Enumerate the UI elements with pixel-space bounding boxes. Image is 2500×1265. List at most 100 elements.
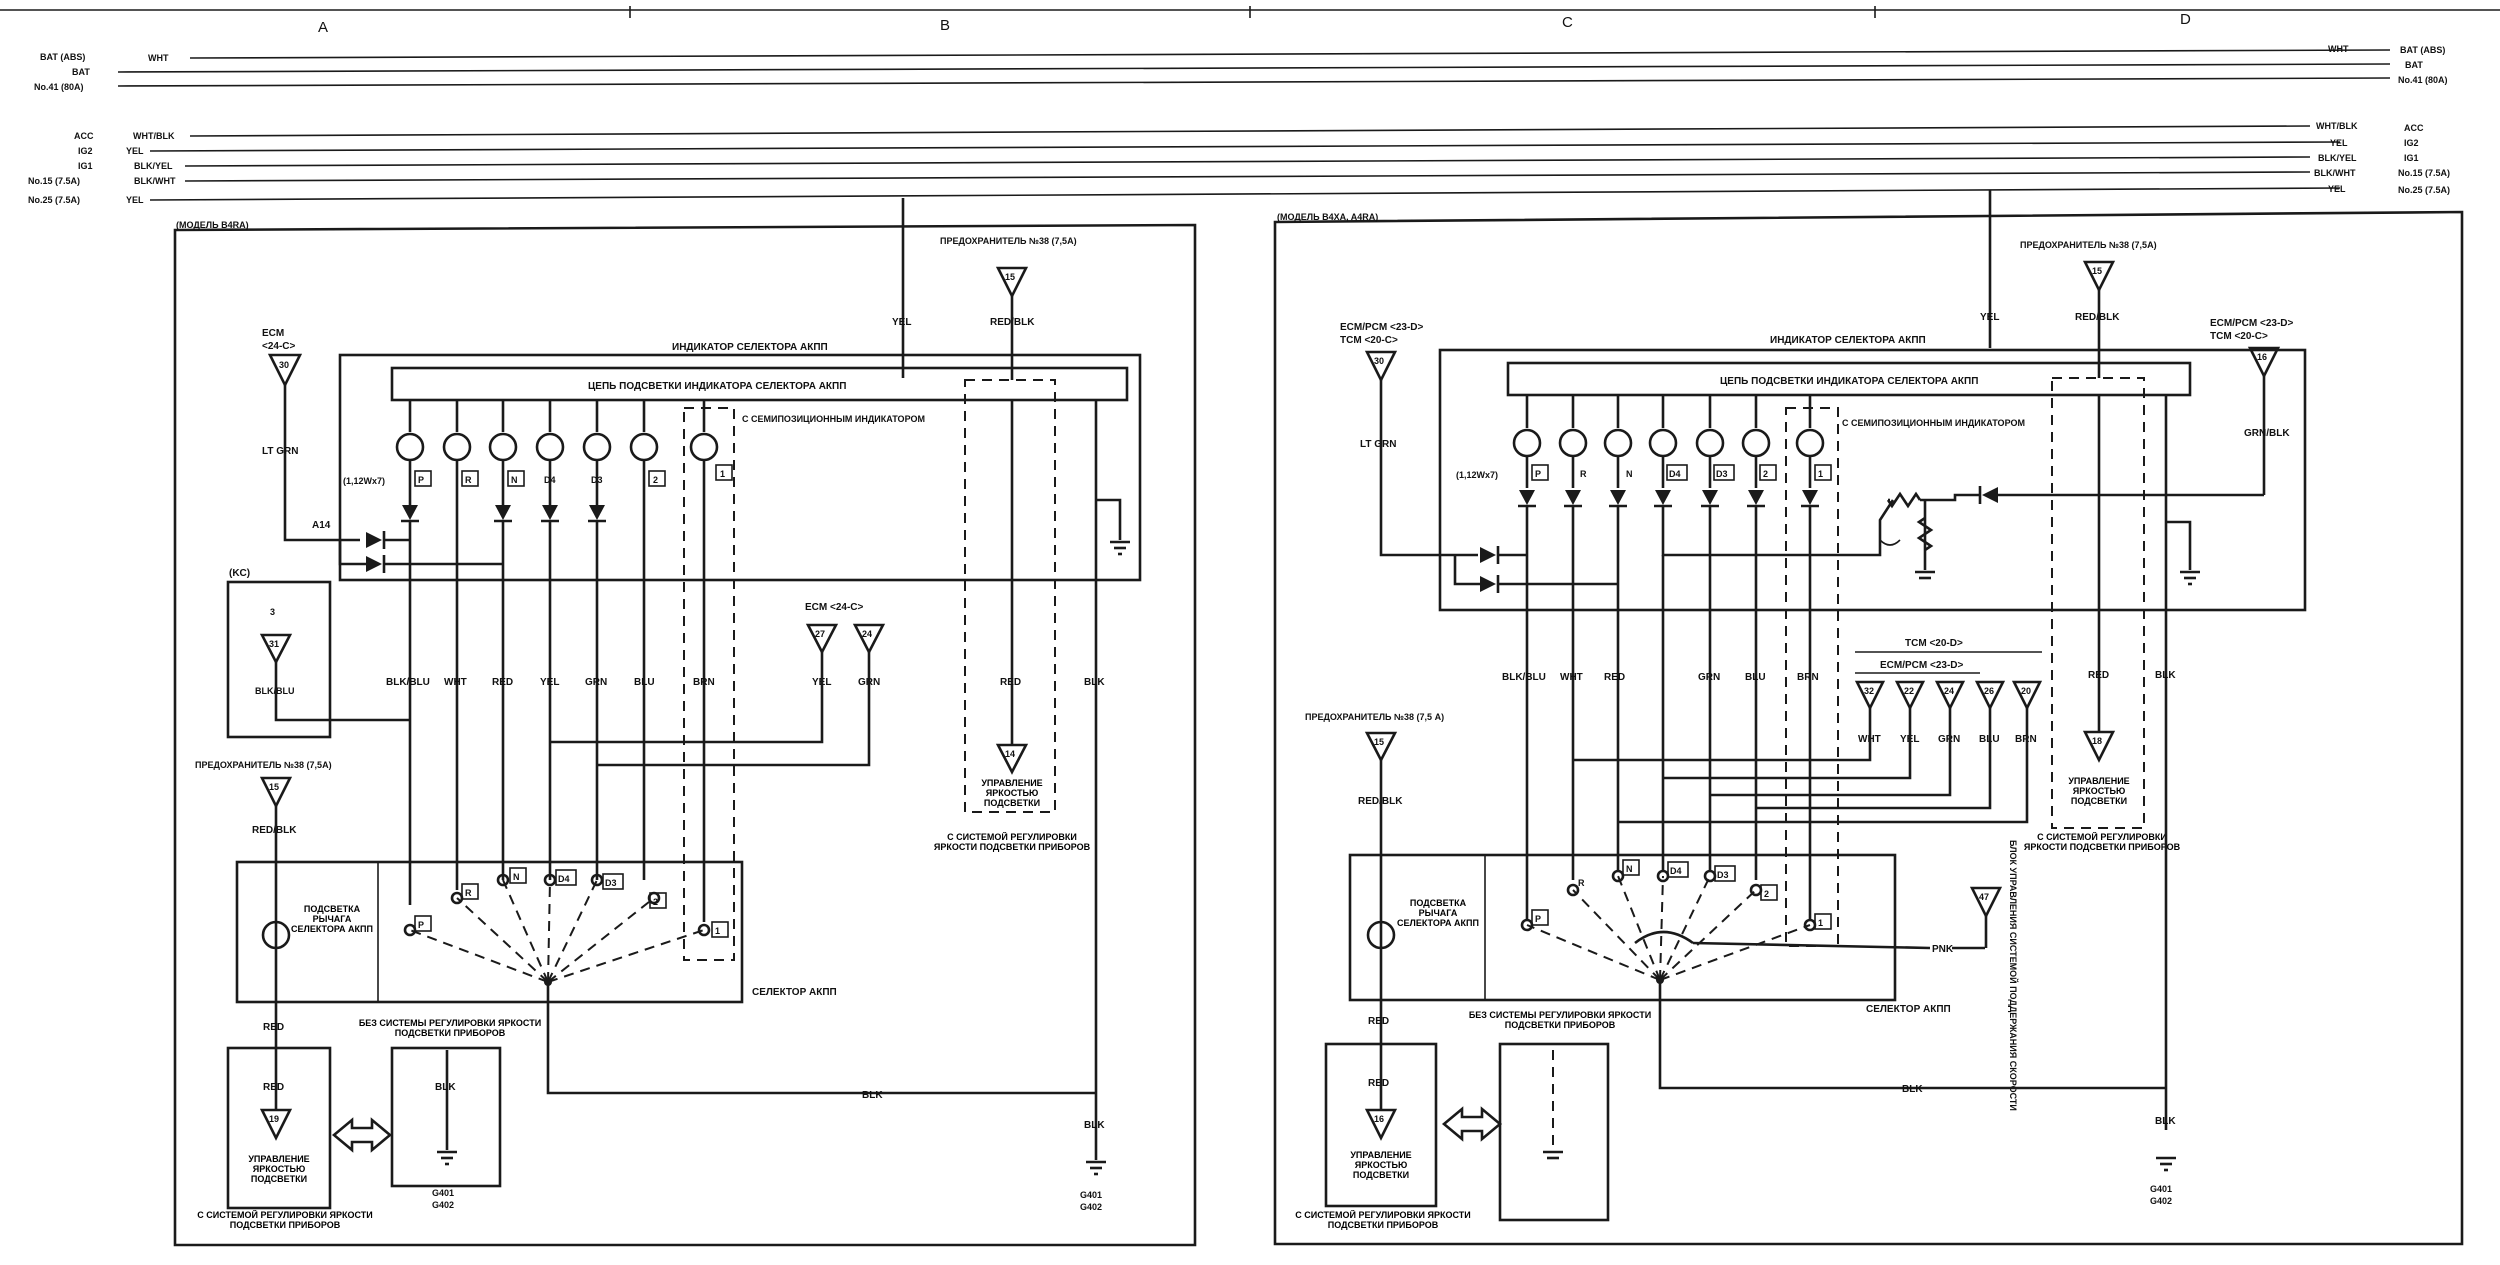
ground-icon [1086, 1160, 1106, 1176]
left-kc-label: (KC) [229, 568, 250, 579]
right-d4-link [1661, 499, 1895, 557]
wire-label: GRN [585, 677, 607, 688]
connector-terminal-icon: 24 [852, 623, 886, 655]
grid-col-b: B [940, 17, 950, 34]
supply-label: BAT [2405, 60, 2423, 70]
right-yel-label: YEL [1980, 312, 1999, 323]
wire-label: BLK/BLU [386, 677, 430, 688]
diode-icon [401, 505, 419, 523]
supply-wire: BLK/YEL [134, 161, 173, 171]
left-red-wire2: RED [263, 1082, 284, 1093]
wire-label: WHT [1560, 672, 1583, 683]
right-ecm-right-a: ECM/PCM <23-D> [2210, 318, 2294, 329]
supply-label: No.25 (7.5A) [28, 195, 80, 205]
right-resistor-lead [1920, 493, 1980, 502]
left-lever-illum-fo: ПОДСВЕТКА РЫЧАГА СЕЛЕКТОРА АКПП [291, 904, 373, 934]
supply-label: No.15 (7.5A) [28, 176, 80, 186]
left-seven-pos-label: С СЕМИПОЗИЦИОННЫМ ИНДИКАТОРОМ [742, 414, 925, 424]
gear-label: 1 [715, 926, 720, 936]
svg-text:26: 26 [1984, 686, 1994, 696]
gear-label: 2 [1763, 469, 1768, 479]
supply-wire: BLK/WHT [2314, 168, 2356, 178]
left-dimmer2-fo: УПРАВЛЕНИЕ ЯРКОСТЬЮ ПОДСВЕТКИ [248, 1154, 309, 1184]
supply-wire: BLK/YEL [2318, 153, 2357, 163]
right-with-dimmer: С СИСТЕМОЙ РЕГУЛИРОВКИ ЯРКОСТИ ПОДСВЕТКИ… [2023, 832, 2181, 852]
diode-icon [541, 505, 559, 523]
right-fuse-top-wire: RED/BLK [2075, 312, 2120, 323]
left-lt-grn: LT GRN [262, 446, 298, 457]
right-seven-pos-label: С СЕМИПОЗИЦИОННЫМ ИНДИКАТОРОМ [1842, 418, 2025, 428]
right-grn-blk: GRN/BLK [2244, 428, 2290, 439]
right-selector-box [1348, 853, 1897, 1002]
right-switch-arc [1879, 539, 1901, 546]
svg-text:20: 20 [2021, 686, 2031, 696]
diode-icon [1480, 575, 1500, 593]
right-fuse-low: ПРЕДОХРАНИТЕЛЬ №38 (7,5 A) [1305, 712, 1444, 722]
gear-label: R [1580, 469, 1587, 479]
right-illum-circuit: ЦЕПЬ ПОДСВЕТКИ ИНДИКАТОРА СЕЛЕКТОРА АКПП [1720, 376, 1978, 387]
ground-icon [1110, 540, 1130, 556]
left-with-dimmer-fo: С СИСТЕМОЙ РЕГУЛИРОВКИ ЯРКОСТИ ПОДСВЕТКИ… [934, 832, 1090, 852]
connector-terminal-icon: 16 [2247, 346, 2281, 379]
left-red-wire: RED [263, 1022, 284, 1033]
diode-icon [1480, 546, 1500, 564]
left-blk3: BLK [1084, 1120, 1105, 1131]
gear-label: D3 [1716, 469, 1728, 479]
connector-terminal-icon: 15 [995, 266, 1029, 299]
left-no-dimmer: БЕЗ СИСТЕМЫ РЕГУЛИРОВКИ ЯРКОСТИ ПОДСВЕТК… [358, 1018, 542, 1038]
left-dimmer-dashbox [964, 379, 1056, 813]
connector-terminal-icon: 15 [2082, 260, 2116, 293]
right-no-dimmer: БЕЗ СИСТЕМЫ РЕГУЛИРОВКИ ЯРКОСТИ ПОДСВЕТК… [1468, 1010, 1652, 1030]
right-lever-illum: ПОДСВЕТКА РЫЧАГА СЕЛЕКТОРА АКПП [1397, 898, 1479, 928]
left-lt-grn-wire [283, 385, 360, 542]
bulb-icon [488, 400, 518, 505]
svg-text:16: 16 [2257, 352, 2267, 362]
gear-label: D4 [1670, 866, 1682, 876]
resistor-icon [1886, 491, 1922, 509]
supply-wire: WHT [2328, 44, 2349, 54]
connector-terminal-icon: 27 [805, 623, 839, 655]
bulb-icon [582, 400, 612, 505]
right-gear-labels: P R N D4 D3 2 1 [1531, 464, 1832, 481]
bulb-icon [442, 400, 472, 505]
left-yel-label: YEL [892, 317, 911, 328]
gear-label: N [1626, 469, 1633, 479]
right-dimmer2-box [1324, 1042, 1438, 1208]
wire-label: RED [492, 677, 513, 688]
supply-wire: WHT/BLK [133, 131, 175, 141]
left-gnd-b: G402 [1080, 1202, 1102, 1212]
left-gnd2-a: G401 [432, 1188, 454, 1198]
left-bulb-row [395, 400, 719, 505]
left-kc-term-num: 3 [270, 607, 275, 617]
right-diode-link [1453, 555, 1480, 586]
left-ground-branch [1096, 498, 1122, 540]
left-fuse-low: ПРЕДОХРАНИТЕЛЬ №38 (7,5A) [195, 760, 332, 770]
right-pnk: PNK [1932, 944, 1954, 955]
left-wire-labels: BLK/BLU WHT RED YEL GRN BLU BRN [386, 677, 715, 688]
left-dimmer-fo: УПРАВЛЕНИЕ ЯРКОСТЬЮ ПОДСВЕТКИ [981, 778, 1042, 808]
gear-label: 1 [720, 469, 725, 479]
wire-label: RED [1604, 672, 1625, 683]
connector-terminal-icon: 47 [1969, 886, 2003, 919]
supply-bus [117, 49, 2391, 201]
left-selector-fan [403, 873, 711, 986]
diode-icon [366, 531, 386, 549]
supply-label: No.25 (7.5A) [2398, 185, 2450, 195]
left-with-dimmer2: С СИСТЕМОЙ РЕГУЛИРОВКИ ЯРКОСТИ ПОДСВЕТКИ… [197, 1210, 373, 1230]
svg-text:19: 19 [269, 1114, 279, 1124]
left-ecm-top: ECM [262, 328, 284, 339]
gear-label: P [1535, 469, 1541, 479]
right-blk-main: BLK [1902, 1084, 1923, 1095]
connector-terminal-icon: 30 [267, 353, 303, 388]
supply-labels-left: BAT (ABS) WHT BAT No.41 (80A) ACC WHT/BL… [28, 52, 176, 205]
ground-icon [2156, 1156, 2176, 1172]
svg-text:15: 15 [2092, 266, 2102, 276]
svg-text:15: 15 [269, 782, 279, 792]
supply-wire: YEL [126, 146, 144, 156]
gear-label: P [1535, 914, 1541, 924]
bulb-icon [1795, 395, 1825, 488]
diode-icon [1518, 490, 1536, 508]
right-with-dimmer2-fo: С СИСТЕМОЙ РЕГУЛИРОВКИ ЯРКОСТИ ПОДСВЕТКИ… [1295, 1210, 1470, 1230]
supply-labels-right: WHT BAT (ABS) BAT No.41 (80A) WHT/BLK AC… [2314, 44, 2450, 195]
right-ecm-right-b: TCM <20-C> [2210, 331, 2268, 342]
